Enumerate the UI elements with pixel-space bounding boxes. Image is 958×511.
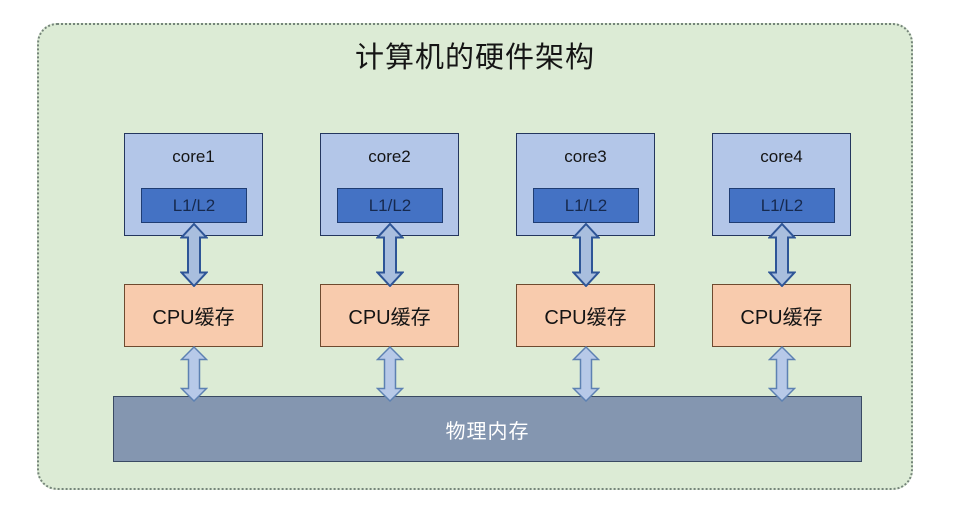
cpu-column-1: core1 L1/L2 CPU缓存 [124,133,263,403]
double-arrow-icon [179,223,208,287]
double-arrow-icon [375,346,404,402]
double-arrow-icon [571,346,600,402]
l1l2-cache-box-1: L1/L2 [141,188,247,223]
double-arrow-icon [767,223,796,287]
physical-memory-box: 物理内存 [113,396,862,462]
core-label: core3 [564,147,607,166]
l1l2-cache-box-2: L1/L2 [337,188,443,223]
core-label: core2 [368,147,411,166]
cpu-column-2: core2 L1/L2 CPU缓存 [320,133,459,403]
double-arrow-icon [179,346,208,402]
double-arrow-icon [571,223,600,287]
cpu-column-4: core4 L1/L2 CPU缓存 [712,133,851,403]
double-arrow-icon [375,223,404,287]
double-arrow-icon [767,346,796,402]
cpu-cache-box-1: CPU缓存 [124,284,263,347]
diagram-title: 计算机的硬件架构 [354,42,595,74]
cpu-cache-box-2: CPU缓存 [320,284,459,347]
core-label: core1 [172,147,215,166]
cpu-column-3: core3 L1/L2 CPU缓存 [516,133,655,403]
core-label: core4 [760,147,803,166]
l1l2-cache-box-4: L1/L2 [729,188,835,223]
cpu-cache-box-4: CPU缓存 [712,284,851,347]
cpu-cache-box-3: CPU缓存 [516,284,655,347]
l1l2-cache-box-3: L1/L2 [533,188,639,223]
